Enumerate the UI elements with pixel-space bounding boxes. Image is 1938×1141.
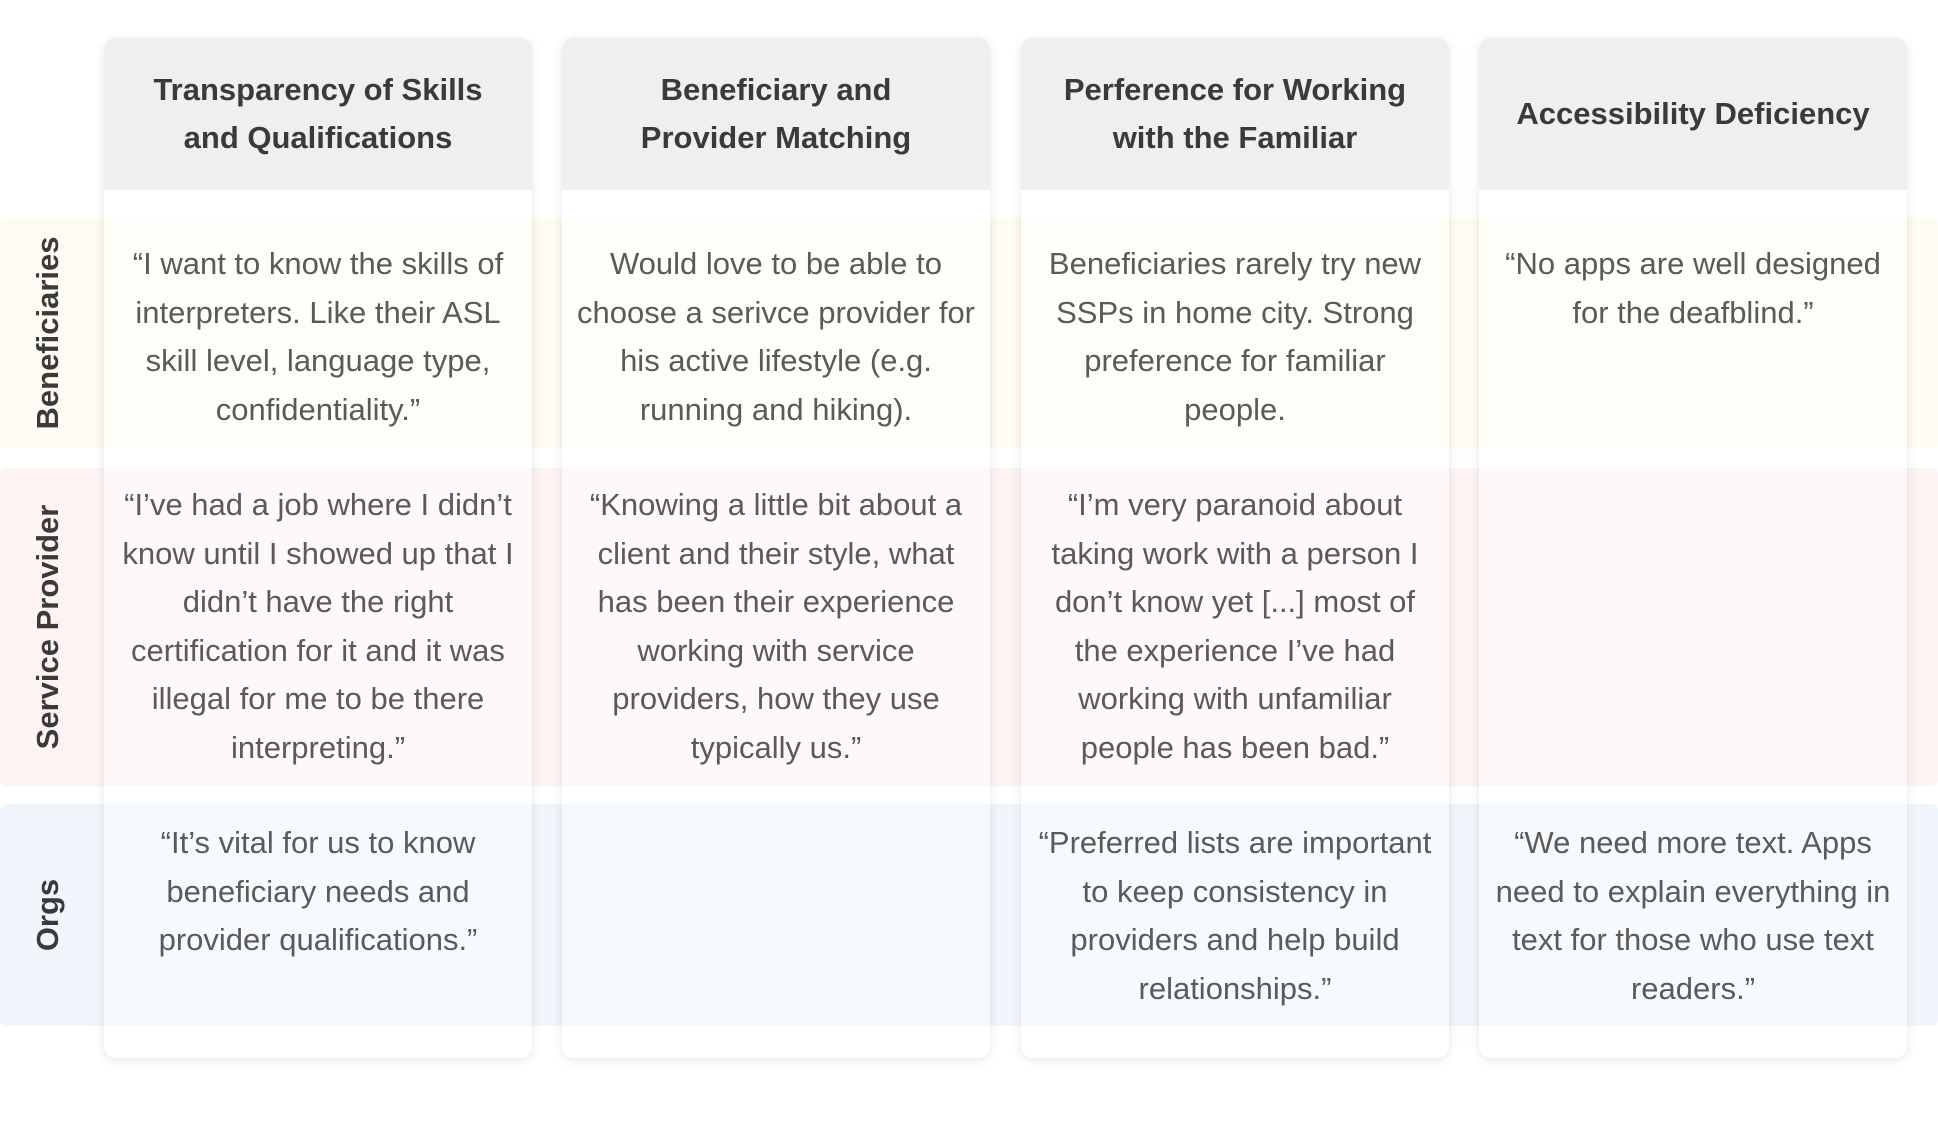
column-familiar: Perference for Working with the Familiar [1021,38,1449,1058]
row-label-beneficiaries: Beneficiaries [30,236,65,430]
cell-beneficiaries-accessibility: “No apps are well designed for the deafb… [1505,246,1881,330]
row-band-orgs [0,804,1938,1026]
column-header: Perference for Working with the Familiar [1021,38,1449,190]
row-label-service-provider: Service Provider [30,504,65,750]
cell-orgs-accessibility: “We need more text. Apps need to explain… [1495,825,1891,1006]
cell-beneficiaries-matching: Would love to be able to choose a serivc… [576,246,976,427]
column-transparency: Transparency of Skills and Qualification… [104,38,532,1058]
column-header: Accessibility Deficiency [1479,38,1907,190]
row-band-beneficiaries [0,218,1938,448]
cell-service-provider-familiar: “I’m very paranoid about taking work wit… [1051,487,1419,765]
column-header: Beneficiary and Provider Matching [562,38,990,190]
column-matching: Beneficiary and Provider Matching [562,38,990,1058]
cell-beneficiaries-familiar: Beneficiaries rarely try new SSPs in hom… [1048,246,1422,427]
row-band-service-provider [0,468,1938,786]
cell-service-provider-transparency: “I’ve had a job where I didn’t know unti… [122,487,514,765]
cell-service-provider-matching: “Knowing a little bit about a client and… [589,487,963,765]
column-header: Transparency of Skills and Qualification… [104,38,532,190]
cell-beneficiaries-transparency: “I want to know the skills of interprete… [132,246,504,427]
cell-orgs-familiar: “Preferred lists are important to keep c… [1038,825,1432,1006]
column-accessibility: Accessibility Deficiency [1479,38,1907,1058]
cell-orgs-transparency: “It’s vital for us to know beneficiary n… [158,825,478,957]
row-label-orgs: Orgs [30,878,65,952]
